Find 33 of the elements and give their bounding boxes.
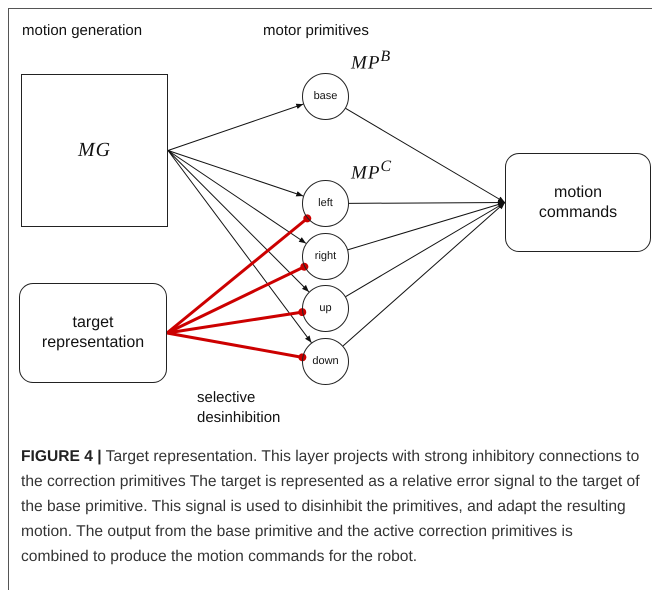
process-box bbox=[19, 283, 167, 383]
arrow bbox=[345, 108, 506, 203]
node-label: up bbox=[319, 302, 332, 316]
arrow bbox=[168, 150, 312, 344]
node-label: right bbox=[314, 250, 336, 264]
node-label: base bbox=[314, 90, 338, 104]
figure-caption: FIGURE 4 | Target representation. This layer projects with strong inhibitory connections to the correction primitives The target is represented as a relative error signal to the target of the base primitive. This signal is used to disinhibit the primitives, and adapt the resulting motion. The output from the base primitive and the active correction primitives is combined to produce the motion commands for the robot. bbox=[21, 447, 641, 567]
annotation: selective desinhibition bbox=[197, 388, 282, 427]
arrow bbox=[168, 150, 310, 292]
arrow bbox=[168, 150, 304, 196]
primitive-circle bbox=[302, 73, 349, 120]
arrow bbox=[168, 150, 306, 244]
node-label: target representation bbox=[42, 313, 144, 353]
primitive-circle bbox=[302, 338, 349, 385]
node-label: MG bbox=[78, 138, 112, 163]
section-heading: motion generation bbox=[22, 21, 142, 40]
math-label: MP$^{C}$ bbox=[351, 158, 392, 184]
math-label: MP$^{B}$ bbox=[351, 48, 392, 74]
arrow bbox=[168, 104, 304, 151]
node-label: down bbox=[312, 354, 339, 368]
arrow bbox=[348, 202, 506, 250]
node-label: left bbox=[318, 196, 333, 210]
node-label: motion commands bbox=[538, 182, 618, 222]
process-box bbox=[21, 74, 168, 227]
primitive-circle bbox=[302, 285, 349, 332]
arrow bbox=[348, 200, 506, 206]
primitive-circle bbox=[302, 180, 349, 227]
process-box bbox=[505, 153, 651, 252]
arrow bbox=[345, 202, 506, 298]
section-heading: motor primitives bbox=[263, 21, 369, 40]
arrow bbox=[342, 202, 506, 346]
inhibitory-connector bbox=[166, 332, 306, 362]
primitive-circle bbox=[302, 233, 349, 280]
